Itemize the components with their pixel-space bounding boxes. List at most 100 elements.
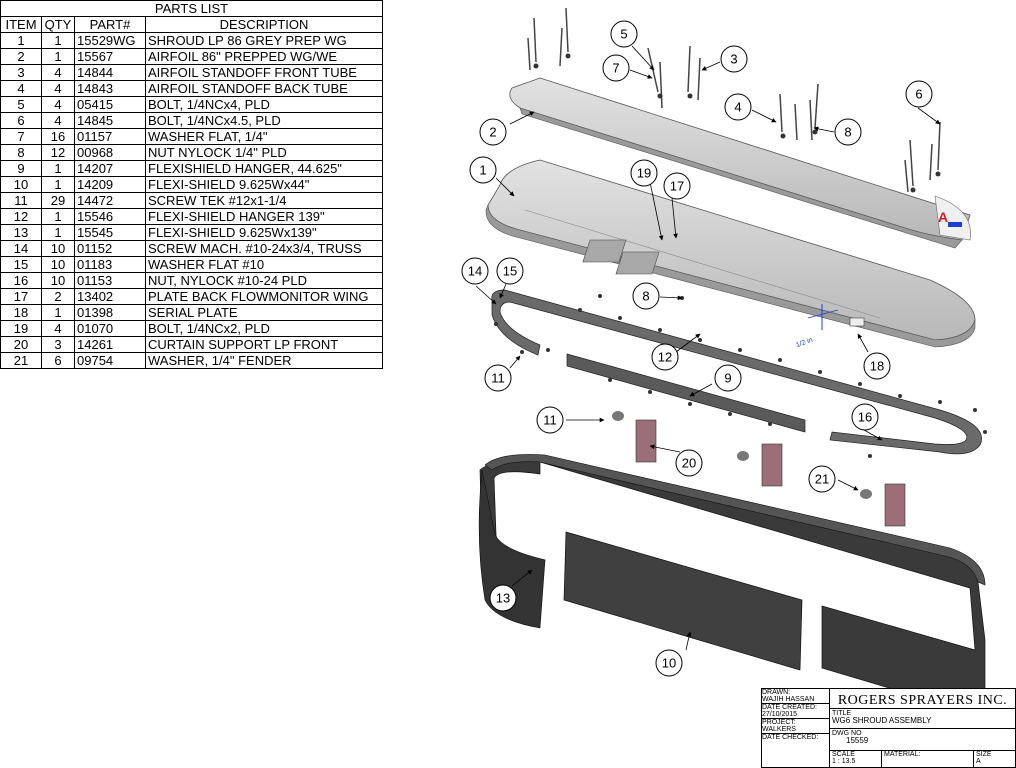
project-label: PROJECT: xyxy=(762,719,796,726)
item-balloon: 3 xyxy=(720,45,748,73)
cell-description: SCREW TEK #12x1-1/4 xyxy=(145,192,383,209)
size-label: SIZE xyxy=(976,751,992,758)
size-value: A xyxy=(976,758,981,765)
cell-description: AIRFOIL STANDOFF FRONT TUBE xyxy=(145,64,383,81)
cell-item: 15 xyxy=(0,256,42,273)
cell-qty: 10 xyxy=(41,256,75,273)
item-balloon: 9 xyxy=(714,364,742,392)
item-balloon: 8 xyxy=(632,282,660,310)
balloon-circle xyxy=(655,649,683,677)
balloon-number: 8 xyxy=(844,125,851,140)
header-part: PART# xyxy=(74,16,146,33)
cell-item: 17 xyxy=(0,288,42,305)
cell-part: 01183 xyxy=(74,256,146,273)
cell-item: 16 xyxy=(0,272,42,289)
header-qty: QTY xyxy=(41,16,75,33)
cell-description: CURTAIN SUPPORT LP FRONT xyxy=(145,336,383,353)
balloon-number: 11 xyxy=(491,371,505,386)
dwg-cell: DWG NO 15559 xyxy=(830,729,1015,751)
item-balloon: 16 xyxy=(851,403,879,431)
balloon-number: 5 xyxy=(620,27,627,42)
title-block: DRAWN: WAJIH HASSAN DATE CREATED: 27/10/… xyxy=(761,688,1016,768)
balloon-circle xyxy=(834,118,862,146)
cell-part: 14209 xyxy=(74,176,146,193)
flexi-shield-44-panel xyxy=(563,531,803,671)
balloon-circle xyxy=(720,45,748,73)
cell-part: 15529WG xyxy=(74,32,146,49)
cell-item: 19 xyxy=(0,320,42,337)
balloon-circle xyxy=(469,156,497,184)
cell-item: 7 xyxy=(0,128,42,145)
balloon-number: 9 xyxy=(724,371,731,386)
cell-part: 14207 xyxy=(74,160,146,177)
cell-description: BOLT, 1/4NCx4.5, PLD xyxy=(145,112,383,129)
item-balloon: 20 xyxy=(675,449,703,477)
balloon-number: 20 xyxy=(682,456,696,471)
cell-description: SERIAL PLATE xyxy=(145,304,383,321)
balloon-circle xyxy=(610,20,638,48)
cell-part: 14844 xyxy=(74,64,146,81)
balloon-circle xyxy=(663,172,691,200)
curtain-support-plates xyxy=(635,419,906,527)
item-balloon: 4 xyxy=(724,93,752,121)
cell-item: 18 xyxy=(0,304,42,321)
cell-part: 01398 xyxy=(74,304,146,321)
balloon-number: 17 xyxy=(670,179,684,194)
balloon-number: 16 xyxy=(858,410,872,425)
cell-qty: 1 xyxy=(41,160,75,177)
balloon-number: 19 xyxy=(637,166,651,181)
cell-qty: 1 xyxy=(41,48,75,65)
cell-qty: 1 xyxy=(41,304,75,321)
parts-list-title: PARTS LIST xyxy=(0,0,383,17)
cell-qty: 1 xyxy=(41,224,75,241)
item-balloon: 11 xyxy=(536,406,564,434)
exploded-assembly-drawing: A xyxy=(383,0,1016,768)
balloon-number: 21 xyxy=(815,472,829,487)
cell-qty: 4 xyxy=(41,112,75,129)
cell-description: AIRFOIL STANDOFF BACK TUBE xyxy=(145,80,383,97)
cell-qty: 6 xyxy=(41,352,75,369)
cell-part: 01157 xyxy=(74,128,146,145)
cell-description: FLEXI-SHIELD HANGER 139" xyxy=(145,208,383,225)
cell-part: 13402 xyxy=(74,288,146,305)
balloon-number: 2 xyxy=(489,125,496,140)
airfoil-part: A xyxy=(509,77,971,249)
drawn-value: WAJIH HASSAN xyxy=(762,696,815,703)
cell-description: FLEXISHIELD HANGER, 44.625" xyxy=(145,160,383,177)
cell-item: 20 xyxy=(0,336,42,353)
item-balloon: 13 xyxy=(489,584,517,612)
company-cell: ROGERS SPRAYERS INC. xyxy=(830,689,1015,709)
balloon-number: 3 xyxy=(730,52,737,67)
balloon-number: 10 xyxy=(662,656,676,671)
date-created-cell: DATE CREATED: 27/10/2015 xyxy=(762,704,830,719)
header-item: ITEM xyxy=(0,16,42,33)
cell-qty: 1 xyxy=(41,176,75,193)
dimension-note: 1/2 in xyxy=(795,337,814,349)
flexi-shield-hanger-44 xyxy=(566,353,806,433)
cell-item: 13 xyxy=(0,224,42,241)
material-label: MATERIAL: xyxy=(884,751,921,758)
drawn-cell: DRAWN: WAJIH HASSAN xyxy=(762,689,830,704)
dwg-label: DWG NO xyxy=(832,730,862,737)
material-cell: MATERIAL: xyxy=(882,751,974,767)
balloon-number: 6 xyxy=(915,87,922,102)
cell-item: 10 xyxy=(0,176,42,193)
balloon-number: 12 xyxy=(658,350,672,365)
cell-item: 4 xyxy=(0,80,42,97)
balloon-circle xyxy=(632,282,660,310)
balloon-number: 11 xyxy=(543,413,557,428)
